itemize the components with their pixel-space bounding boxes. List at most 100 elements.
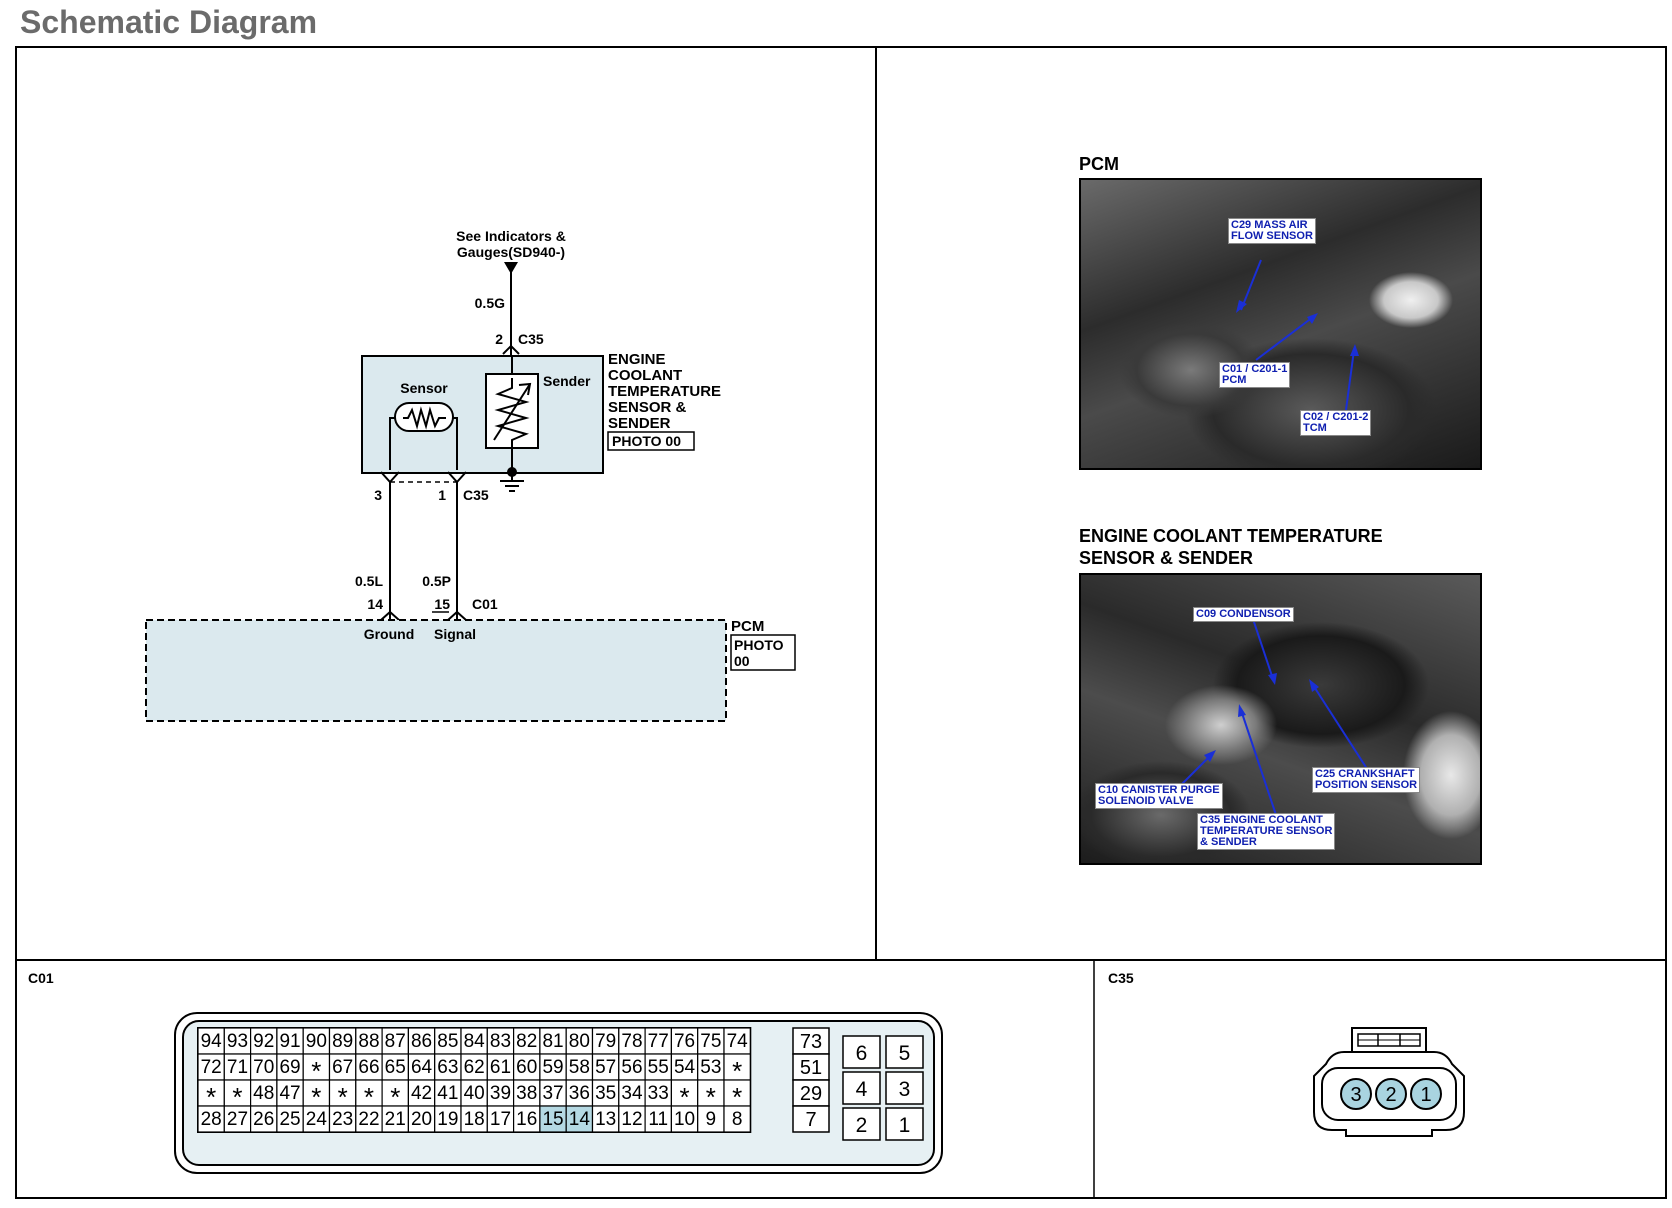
c01-pin-label: 92 (253, 1031, 274, 1052)
c01-pin-cell (460, 1105, 488, 1133)
sheet-border (15, 46, 1667, 1199)
c01-pin-cell (302, 1105, 331, 1133)
c01-pin-cell (486, 1079, 515, 1107)
c01-pin-label: * (679, 1082, 689, 1112)
pin-top-chevron-icon (502, 344, 520, 355)
c01-pin-label: 20 (411, 1109, 432, 1130)
c01-pin-cell (618, 1105, 646, 1133)
c01-pin-cell (328, 1105, 357, 1133)
c01-mid-label: 29 (800, 1083, 822, 1105)
c01-pin-cell (486, 1105, 515, 1133)
c35-pin-label: 3 (1350, 1084, 1361, 1106)
wire-left-label: 0.5L (355, 573, 383, 589)
sender-variable-arrow (493, 383, 531, 441)
c01-pin-label: 89 (332, 1031, 353, 1052)
c01-pin-label: 58 (569, 1057, 590, 1078)
ect-photo-title-1: ENGINE COOLANT TEMPERATURE (1079, 526, 1383, 546)
ect-location-photo: C09 CONDENSOR C10 CANISTER PURGE SOLENOI… (1079, 573, 1482, 865)
c01-pin-label: 60 (516, 1057, 537, 1078)
c01-pin-cell (565, 1053, 594, 1081)
pcm-photo-title: PCM (1079, 154, 1119, 174)
c01-pin-label: 47 (279, 1083, 300, 1104)
c01-pin-label: 76 (674, 1031, 695, 1052)
c01-pin-label: 15 (542, 1109, 563, 1130)
c01-pin-label: * (232, 1082, 242, 1112)
c01-pin-label: 79 (595, 1031, 616, 1052)
page-title: Schematic Diagram (20, 4, 318, 40)
c01-pin-cell (197, 1079, 225, 1107)
component-name-4: SENSOR & (608, 399, 687, 416)
callout-c10: C10 CANISTER PURGE SOLENOID VALVE (1095, 783, 1223, 809)
pin-left: 3 (374, 487, 382, 503)
c01-right-cell (842, 1071, 881, 1105)
c01-pin-cell (565, 1105, 594, 1133)
c01-pin-cell (328, 1027, 357, 1055)
c01-pin-label: 48 (253, 1083, 274, 1104)
component-name-3: TEMPERATURE (608, 383, 721, 400)
pcm-photo-box (730, 634, 796, 671)
c01-pin-label: 67 (332, 1057, 353, 1078)
c01-right-cell (842, 1035, 881, 1069)
pcm-pin-right: 15 (434, 596, 450, 612)
c01-pin-label: 64 (411, 1057, 433, 1078)
c01-pin-cell (407, 1105, 436, 1133)
c01-pin-cell (697, 1053, 725, 1081)
c01-pin-label: 72 (201, 1057, 222, 1078)
c01-right-label: 5 (899, 1042, 911, 1065)
c01-right-label: 6 (856, 1042, 868, 1065)
c01-pin-cell (723, 1053, 751, 1081)
sensor-label: Sensor (400, 380, 448, 396)
wire-top-label: 0.5G (475, 295, 505, 311)
c01-pin-label: 55 (648, 1057, 669, 1078)
c01-pin-label: * (732, 1056, 742, 1086)
c01-pin-label: 61 (490, 1057, 511, 1078)
c01-pin-label: 94 (201, 1031, 223, 1052)
c01-pin-label: * (311, 1082, 321, 1112)
sender-label: Sender (543, 373, 591, 389)
c01-pin-cell (355, 1105, 383, 1133)
c01-pin-cell (223, 1053, 252, 1081)
c01-pin-label: 35 (595, 1083, 616, 1104)
c01-pin-label: 53 (700, 1057, 721, 1078)
pcm-photo-arrows (1236, 259, 1359, 411)
c01-pin-label: 71 (227, 1057, 248, 1078)
component-name-2: COOLANT (608, 367, 682, 384)
component-photo-box (607, 431, 695, 451)
c01-pin-label: 66 (358, 1057, 379, 1078)
c01-pin-label: * (206, 1082, 216, 1112)
c01-pin-label: 12 (621, 1109, 642, 1130)
c01-pin-cell (250, 1079, 278, 1107)
callout-c29: C29 MASS AIR FLOW SENSOR (1228, 218, 1316, 244)
thermistor-zigzag (403, 406, 446, 430)
c01-mid-cell (792, 1053, 830, 1081)
c35-pin (1375, 1078, 1407, 1110)
c01-pin-cell (539, 1053, 567, 1081)
callout-c35: C35 ENGINE COOLANT TEMPERATURE SENSOR & … (1197, 813, 1336, 850)
c01-pin-label: 16 (516, 1109, 537, 1130)
pin-right: 1 (438, 487, 446, 503)
c01-right-cell (885, 1071, 924, 1105)
pcm-location-photo: C29 MASS AIR FLOW SENSOR C01 / C201-1 PC… (1079, 178, 1482, 470)
c01-pin-label: * (311, 1056, 321, 1086)
schematic: See Indicators & Gauges(SD940-) 0.5G 2 C… (145, 228, 796, 722)
c01-pin-label: 13 (595, 1109, 616, 1130)
c01-pin-label: 86 (411, 1031, 432, 1052)
c01-pin-label: 81 (542, 1031, 563, 1052)
c01-pin-label: 26 (253, 1109, 274, 1130)
c01-pin-label: 62 (464, 1057, 485, 1078)
c01-pin-label: 93 (227, 1031, 248, 1052)
c01-pin-cell (381, 1053, 410, 1081)
c01-pin-label: 28 (201, 1109, 222, 1130)
c01-pin-cell (276, 1105, 304, 1133)
c01-pin-label: 69 (279, 1057, 300, 1078)
c01-pin-label: * (338, 1082, 348, 1112)
c01-pin-label: * (732, 1082, 742, 1112)
c01-pin-label: 14 (569, 1109, 591, 1130)
c01-pin-cell (670, 1105, 699, 1133)
ect-photo-title-2: SENSOR & SENDER (1079, 548, 1254, 568)
pcm-pin-right-chevron-icon (447, 610, 467, 621)
c01-pin-label: 23 (332, 1109, 353, 1130)
component-name-5: SENDER (608, 415, 671, 432)
